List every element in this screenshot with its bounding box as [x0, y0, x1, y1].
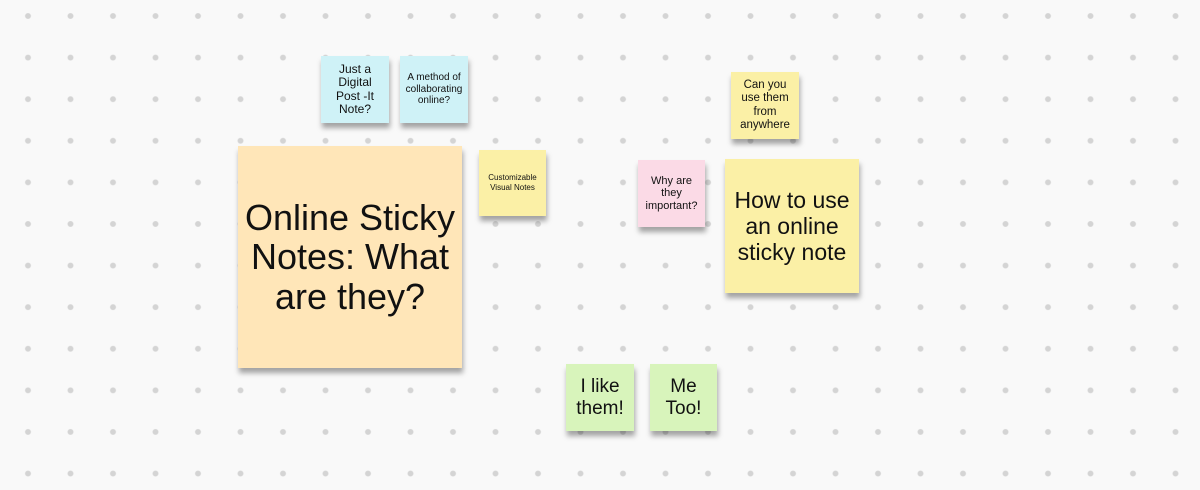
sticky-note-text: I like them! — [576, 375, 624, 419]
sticky-note-text: Just a Digital Post -It Note? — [335, 62, 374, 116]
sticky-note-text: A method of collaborating online? — [405, 72, 463, 107]
sticky-note-digital-postit[interactable]: Just a Digital Post -It Note? — [321, 56, 389, 123]
sticky-note-collaborating[interactable]: A method of collaborating online? — [400, 56, 468, 123]
sticky-note-me-too[interactable]: Me Too! — [650, 364, 717, 431]
sticky-note-text: Why are they important? — [645, 175, 698, 212]
sticky-note-what-are-they[interactable]: Online Sticky Notes: What are they? — [238, 146, 462, 368]
sticky-note-customizable[interactable]: Customizable Visual Notes — [479, 150, 546, 216]
sticky-note-text: Can you use them from anywhere — [740, 79, 790, 131]
sticky-note-how-to-use[interactable]: How to use an online sticky note — [725, 159, 859, 293]
sticky-note-i-like-them[interactable]: I like them! — [566, 364, 634, 431]
sticky-note-text: How to use an online sticky note — [734, 187, 850, 265]
sticky-note-from-anywhere[interactable]: Can you use them from anywhere — [731, 72, 799, 139]
sticky-note-text: Me Too! — [665, 375, 702, 419]
sticky-note-why-important[interactable]: Why are they important? — [638, 160, 705, 227]
sticky-note-text: Customizable Visual Notes — [488, 173, 537, 192]
sticky-note-text: Online Sticky Notes: What are they? — [244, 196, 456, 317]
